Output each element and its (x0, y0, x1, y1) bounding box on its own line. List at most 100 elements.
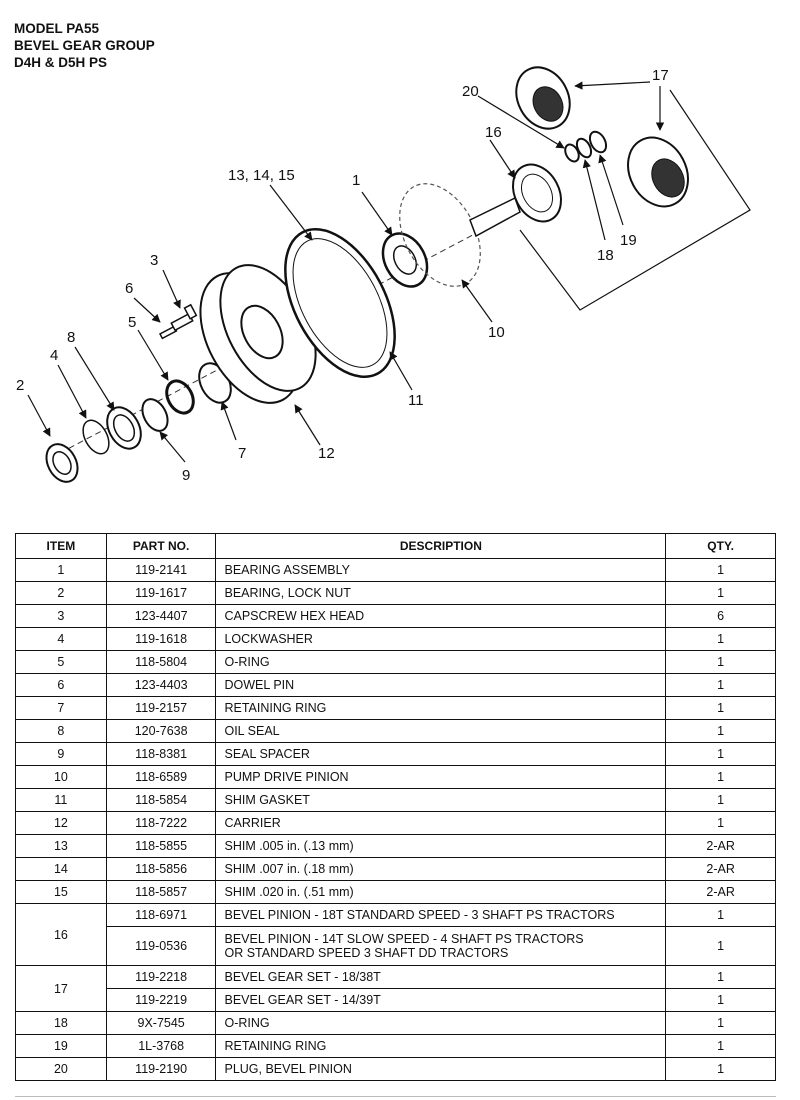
description-cell: O-RING (215, 650, 667, 674)
description-cell: RETAINING RING (215, 1034, 667, 1058)
qty-cell: 2-AR (665, 834, 776, 858)
group-title: BEVEL GEAR GROUP (14, 38, 155, 53)
document-header: MODEL PA55 BEVEL GEAR GROUP D4H & D5H PS (14, 20, 155, 71)
qty-cell: 1 (665, 696, 776, 720)
item-cell: 20 (15, 1057, 107, 1081)
part-no-cell: 118-5804 (105, 650, 217, 674)
item-cell: 10 (15, 765, 107, 789)
part-no-cell: 118-7222 (105, 811, 217, 835)
item-cell: 13 (15, 834, 107, 858)
item-cell: 4 (15, 627, 107, 651)
description-cell: RETAINING RING (215, 696, 667, 720)
model-title: MODEL PA55 (14, 21, 100, 36)
qty-cell: 1 (665, 903, 776, 927)
item-cell: 2 (15, 581, 107, 605)
description-cell: BEVEL GEAR SET - 18/38T (215, 965, 667, 989)
qty-cell: 1 (665, 581, 776, 605)
item-cell: 1 (15, 558, 107, 582)
plug-part (564, 143, 580, 163)
bevel-gear-set-part (515, 66, 689, 208)
table-row: 2 119-1617 BEARING, LOCK NUT 1 (15, 581, 776, 605)
item-cell: 18 (15, 1011, 107, 1035)
lockwasher-part (82, 419, 110, 455)
part-no-cell: 9X-7545 (105, 1011, 217, 1035)
table-row: 1 119-2141 BEARING ASSEMBLY 1 (15, 558, 776, 582)
part-no-cell: 1L-3768 (105, 1034, 217, 1058)
qty-cell: 1 (665, 811, 776, 835)
col-header-qty: QTY. (665, 533, 776, 559)
callout-8: 8 (67, 329, 75, 346)
callout-2: 2 (16, 377, 24, 394)
qty-cell: 1 (665, 965, 776, 989)
description-cell: LOCKWASHER (215, 627, 667, 651)
table-row: 11 118-5854 SHIM GASKET 1 (15, 788, 776, 812)
description-cell: PUMP DRIVE PINION (215, 765, 667, 789)
callout-16: 16 (485, 124, 502, 141)
item-cell: 11 (15, 788, 107, 812)
qty-cell: 6 (665, 604, 776, 628)
callout-13-14-15: 13, 14, 15 (228, 167, 295, 184)
description-cell: SHIM GASKET (215, 788, 667, 812)
callout-9: 9 (182, 467, 190, 484)
item-cell: 6 (15, 673, 107, 697)
capscrew-part (170, 303, 198, 332)
part-no-cell: 123-4407 (105, 604, 217, 628)
o-ring-small-part (575, 137, 593, 159)
description-cell: SHIM .007 in. (.18 mm) (215, 857, 667, 881)
parts-list-table: ITEM PART NO. DESCRIPTION QTY. 1 119-214… (15, 533, 776, 1081)
callout-11: 11 (408, 392, 424, 409)
table-row: 15 118-5857 SHIM .020 in. (.51 mm) 2-AR (15, 880, 776, 904)
item-cell: 7 (15, 696, 107, 720)
callout-18: 18 (597, 247, 614, 264)
part-no-cell: 119-2219 (105, 988, 217, 1012)
qty-cell: 1 (665, 788, 776, 812)
qty-cell: 1 (665, 926, 776, 966)
callout-17: 17 (652, 67, 669, 84)
item-cell: 3 (15, 604, 107, 628)
description-cell: SHIM .020 in. (.51 mm) (215, 880, 667, 904)
part-no-cell: 118-8381 (105, 742, 217, 766)
description-cell: BEVEL PINION - 18T STANDARD SPEED - 3 SH… (215, 903, 667, 927)
table-row: 9 118-8381 SEAL SPACER 1 (15, 742, 776, 766)
qty-cell: 2-AR (665, 880, 776, 904)
table-row: 8 120-7638 OIL SEAL 1 (15, 719, 776, 743)
part-no-cell: 119-2218 (105, 965, 217, 989)
qty-cell: 1 (665, 650, 776, 674)
part-no-cell: 123-4403 (105, 673, 217, 697)
callout-10: 10 (488, 324, 505, 341)
item-cell: 19 (15, 1034, 107, 1058)
part-no-cell: 119-1618 (105, 627, 217, 651)
table-row: 18 9X-7545 O-RING 1 (15, 1011, 776, 1035)
part-no-cell: 118-6589 (105, 765, 217, 789)
qty-cell: 1 (665, 988, 776, 1012)
table-row: 119-2219 BEVEL GEAR SET - 14/39T 1 (16, 988, 776, 1012)
oil-seal-part (106, 406, 142, 450)
callout-19: 19 (620, 232, 637, 249)
page-bottom-divider (15, 1096, 776, 1097)
table-header-row: ITEM PART NO. DESCRIPTION QTY. (15, 533, 776, 559)
qty-cell: 2-AR (665, 857, 776, 881)
col-header-part-no: PART NO. (105, 533, 217, 559)
item-cell: 9 (15, 742, 107, 766)
callout-5: 5 (128, 314, 136, 331)
col-header-item: ITEM (15, 533, 107, 559)
item-cell: 12 (15, 811, 107, 835)
description-cell: SEAL SPACER (215, 742, 667, 766)
description-cell: CAPSCREW HEX HEAD (215, 604, 667, 628)
description-cell: O-RING (215, 1011, 667, 1035)
qty-cell: 1 (665, 1011, 776, 1035)
retaining-ring-small-part (588, 130, 608, 154)
table-row: 3 123-4407 CAPSCREW HEX HEAD 6 (15, 604, 776, 628)
description-cell: PLUG, BEVEL PINION (215, 1057, 667, 1081)
qty-cell: 1 (665, 719, 776, 743)
qty-cell: 1 (665, 673, 776, 697)
callout-3: 3 (150, 252, 158, 269)
table-row: 119-0536 BEVEL PINION - 14T SLOW SPEED -… (16, 926, 776, 966)
qty-cell: 1 (665, 558, 776, 582)
o-ring-part (165, 379, 195, 415)
part-no-cell: 118-5855 (105, 834, 217, 858)
exploded-parts-diagram: 1 2 3 4 5 6 7 8 9 10 11 12 13, 14, 15 16… (16, 66, 751, 484)
item-cell: 8 (15, 719, 107, 743)
shim-part (292, 238, 388, 368)
part-no-cell: 119-2190 (105, 1057, 217, 1081)
